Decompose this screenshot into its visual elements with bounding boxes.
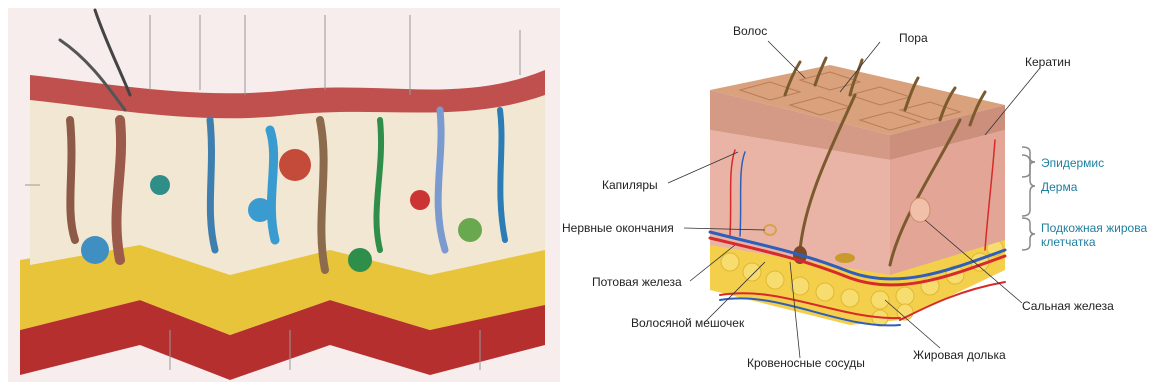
layer-brackets: [1022, 147, 1035, 250]
label-hair-follicle: Волосяной мешочек: [631, 316, 744, 330]
sebaceous-gland-shape: [910, 198, 930, 222]
label-sebaceous-gland: Сальная железа: [1022, 299, 1114, 313]
nerve-corpuscle: [835, 253, 855, 263]
label-sweat-gland: Потовая железа: [592, 275, 682, 289]
label-subcutaneous-2: клетчатка: [1041, 235, 1096, 249]
label-pore: Пора: [899, 31, 928, 45]
label-nerve-endings: Нервные окончания: [562, 221, 674, 235]
label-keratin: Кератин: [1025, 55, 1071, 69]
label-subcutaneous-1: Подкожная жирова: [1041, 221, 1147, 235]
label-dermis: Дерма: [1041, 180, 1077, 194]
label-blood-vessels: Кровеносные сосуды: [747, 356, 865, 370]
label-epidermis: Эпидермис: [1041, 156, 1104, 170]
label-capillaries: Капиляры: [602, 178, 658, 192]
label-fat-lobule: Жировая долька: [913, 348, 1006, 362]
label-hair: Волос: [733, 24, 767, 38]
